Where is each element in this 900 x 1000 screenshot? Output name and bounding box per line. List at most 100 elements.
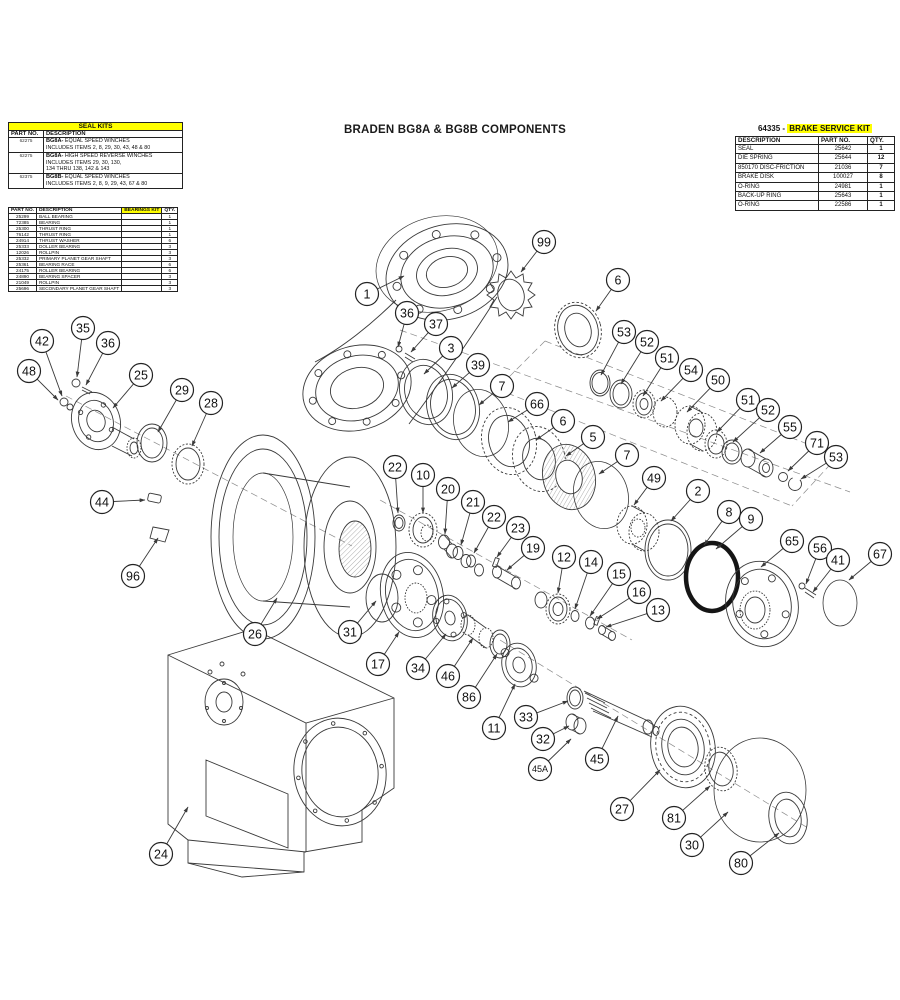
balloon-circle [823, 444, 849, 470]
balloon-number: 21 [466, 496, 480, 510]
balloon-number: 22 [388, 461, 402, 475]
part-balloon-80: 80 [728, 850, 754, 876]
balloon-number: 66 [530, 398, 544, 412]
leader-line [536, 700, 569, 714]
balloon-circle [242, 621, 268, 647]
balloon-circle [456, 684, 482, 710]
brake-kit-number: 64335 - [757, 124, 788, 133]
part-balloon-15: 15 [606, 561, 632, 587]
balloon-circle [410, 462, 436, 488]
part-balloon-8: 8 [716, 499, 742, 525]
balloon-circle [578, 549, 604, 575]
balloon-circle [16, 358, 42, 384]
page-title: BRADEN BG8A & BG8B COMPONENTS [344, 124, 566, 136]
balloon-circle [634, 329, 660, 355]
part-balloon-44: 44 [89, 489, 115, 515]
leader-line [443, 500, 448, 535]
leader-line [496, 537, 512, 558]
table-cell [121, 285, 163, 292]
balloon-number: 53 [829, 451, 843, 465]
leader-line [474, 653, 498, 688]
balloon-number: 31 [343, 626, 357, 640]
balloon-circle [735, 387, 761, 413]
part-gearbox-housing [167, 628, 395, 878]
balloon-circle [95, 330, 121, 356]
part-balloon-6: 6 [550, 408, 576, 434]
table-cell: 3 [161, 285, 179, 292]
part-balloon-50: 50 [705, 367, 731, 393]
part-balloon-46: 46 [435, 663, 461, 689]
part-balloon-96: 96 [120, 563, 146, 589]
part-balloon-36: 36 [394, 300, 420, 326]
balloon-circle [337, 619, 363, 645]
balloon-number: 52 [640, 336, 654, 350]
table-cell: 1 [867, 200, 895, 211]
balloon-circle [465, 352, 491, 378]
balloon-number: 16 [632, 586, 646, 600]
leader-line [383, 631, 400, 655]
part-balloon-42: 42 [29, 328, 55, 354]
leader-line [535, 427, 554, 441]
balloon-number: 26 [248, 628, 262, 642]
leader-line [478, 392, 494, 406]
balloon-circle [481, 715, 507, 741]
balloon-circle [481, 504, 507, 530]
balloon-number: 53 [617, 326, 631, 340]
part-balloon-1: 1 [354, 281, 380, 307]
part-balloon-37: 37 [423, 311, 449, 337]
leader-line [800, 462, 827, 480]
table-cell: 12 [867, 153, 895, 164]
balloon-circle [728, 850, 754, 876]
leader-line [85, 352, 104, 386]
part-balloon-12: 12 [551, 544, 577, 570]
balloon-circle [435, 663, 461, 689]
leader-line [716, 407, 741, 433]
brake-kit-title-highlight: BRAKE SERVICE KIT [787, 124, 873, 133]
part-cam-plate [554, 301, 602, 359]
balloon-number: 96 [126, 570, 140, 584]
part-balloon-56: 56 [807, 535, 833, 561]
leader-line [423, 355, 444, 375]
balloon-leader-lines [36, 250, 872, 857]
balloon-circle [641, 465, 667, 491]
part-motor-flange-group [725, 560, 858, 648]
balloon-number: 51 [741, 394, 755, 408]
balloon-circle [679, 832, 705, 858]
balloon-number: 51 [660, 352, 674, 366]
part-balloon-52: 52 [755, 397, 781, 423]
balloon-number: 10 [416, 469, 430, 483]
balloon-circle [550, 408, 576, 434]
balloon-circle [645, 597, 671, 623]
leader-line [498, 683, 516, 718]
balloon-circle [365, 651, 391, 677]
part-output-hub-group [365, 551, 587, 735]
balloon-circle [198, 390, 224, 416]
part-balloon-6: 6 [605, 267, 631, 293]
leader-line [191, 413, 207, 447]
part-balloon-7: 7 [489, 373, 515, 399]
part-balloon-31: 31 [337, 619, 363, 645]
part-balloon-71: 71 [804, 430, 830, 456]
balloon-circle [169, 377, 195, 403]
part-balloon-53: 53 [611, 319, 637, 345]
balloon-number: 7 [499, 380, 506, 394]
brake-kit-title: 64335 - BRAKE SERVICE KIT [735, 124, 895, 133]
balloon-number: 6 [615, 274, 622, 288]
leader-line [75, 339, 83, 378]
part-balloon-81: 81 [661, 805, 687, 831]
balloon-circle [614, 442, 640, 468]
leader-line [732, 417, 760, 443]
part-sprocket [486, 270, 536, 320]
part-cable-drum [210, 434, 397, 640]
balloon-number: 86 [462, 691, 476, 705]
part-balloon-16: 16 [626, 579, 652, 605]
leader-line [397, 323, 405, 348]
balloon-circle [438, 335, 464, 361]
balloon-circle [825, 547, 851, 573]
leader-line [596, 597, 630, 620]
